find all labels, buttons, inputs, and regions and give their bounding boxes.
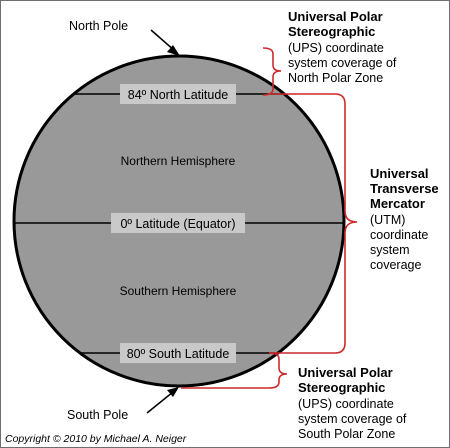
utm-title-line-3: Mercator bbox=[370, 196, 425, 211]
ups-north-title-line-2: Stereographic bbox=[288, 24, 375, 39]
ups-south-title-line-1: Universal Polar bbox=[298, 365, 393, 380]
utm-body-line-3: system bbox=[370, 243, 410, 257]
latitude-80s-label-box bbox=[120, 343, 236, 363]
latitude-84n-label: 84º North Latitude bbox=[128, 88, 229, 102]
utm-bracket bbox=[269, 93, 358, 354]
north-pole-arrow-head bbox=[167, 45, 180, 56]
ups-north-body-line-1: (UPS) coordinate bbox=[288, 41, 384, 55]
utm-body-line-2: coordinate bbox=[370, 228, 428, 242]
ups-south-body-line-2: system coverage of bbox=[298, 412, 407, 426]
ups-north-body-line-2: system coverage of bbox=[288, 56, 397, 70]
latitude-80s-label: 80º South Latitude bbox=[127, 347, 230, 361]
south-pole-arrow-shaft bbox=[146, 391, 174, 414]
ups-north-bracket bbox=[262, 47, 282, 96]
utm-title-line-1: Universal bbox=[370, 166, 429, 181]
utm-description: Universal Transverse Mercator (UTM) coor… bbox=[370, 166, 439, 272]
ups-south-title-line-2: Stereographic bbox=[298, 380, 385, 395]
latitude-84n-label-box bbox=[120, 84, 236, 104]
ups-south-body-line-3: South Polar Zone bbox=[298, 427, 395, 441]
ups-south-body-line-1: (UPS) coordinate bbox=[298, 397, 394, 411]
utm-body-line-4: coverage bbox=[370, 258, 421, 272]
ups-south-description: Universal Polar Stereographic (UPS) coor… bbox=[298, 365, 407, 441]
ups-north-description: Universal Polar Stereographic (UPS) coor… bbox=[288, 9, 397, 85]
copyright-notice: Copyright © 2010 by Michael A. Neiger bbox=[5, 433, 187, 445]
ups-north-body-line-3: North Polar Zone bbox=[288, 71, 383, 85]
equator-label-box bbox=[111, 213, 245, 233]
ups-north-title-line-1: Universal Polar bbox=[288, 9, 383, 24]
northern-hemisphere-label: Northern Hemisphere bbox=[121, 154, 236, 168]
south-pole-label: South Pole bbox=[67, 408, 128, 422]
south-pole-arrow-head bbox=[167, 387, 179, 397]
equator-label: 0º Latitude (Equator) bbox=[120, 217, 235, 231]
utm-title-line-2: Transverse bbox=[370, 181, 439, 196]
utm-body-line-1: (UTM) bbox=[370, 213, 405, 227]
southern-hemisphere-label: Southern Hemisphere bbox=[120, 284, 237, 298]
north-pole-label: North Pole bbox=[69, 19, 128, 33]
ups-south-bracket bbox=[181, 352, 288, 389]
